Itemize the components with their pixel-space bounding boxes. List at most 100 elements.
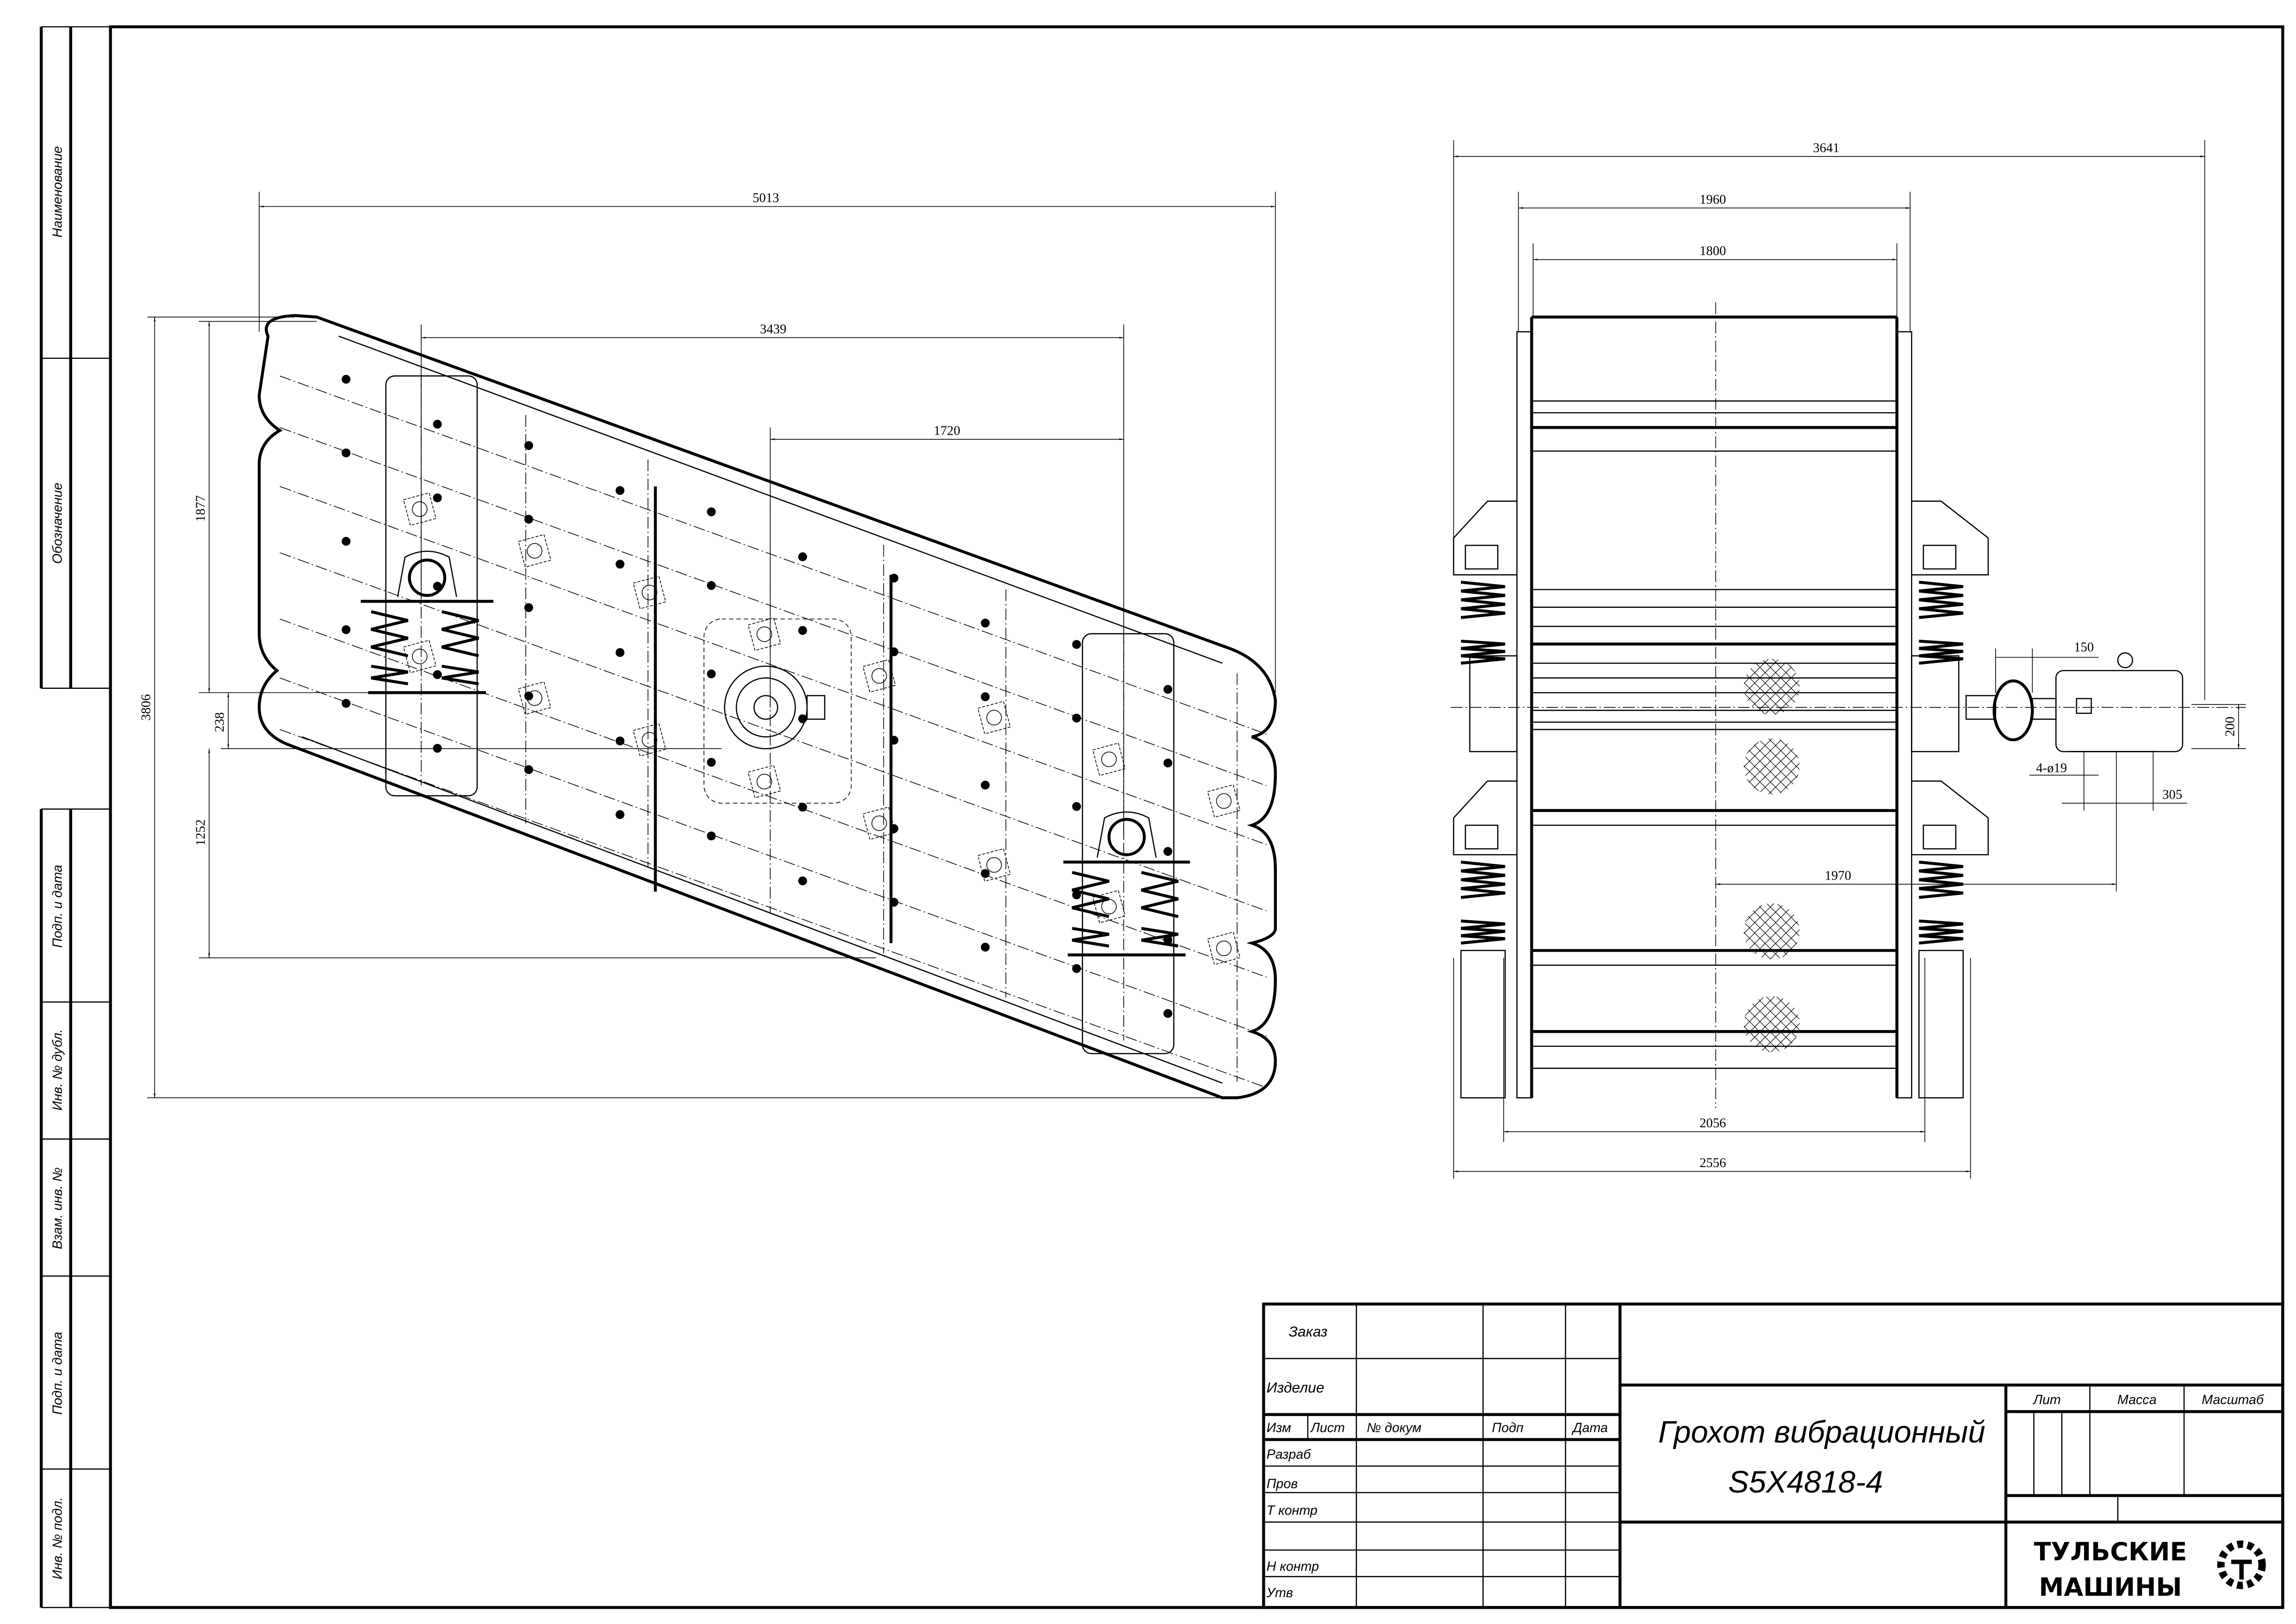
dim-305: 305 xyxy=(2162,787,2182,802)
mount-plate-icon xyxy=(747,765,781,799)
spring-icon xyxy=(1461,639,1506,665)
spring-icon xyxy=(1461,919,1506,945)
label-inv-podl: Инв. № подл. xyxy=(50,1497,65,1580)
end-view: 3641 1960 1800 150 200 4-ø19 305 1970 20… xyxy=(1450,140,2246,1179)
bolt-icon xyxy=(1163,847,1173,856)
mount-hole-icon xyxy=(412,649,428,664)
dim-4-d19: 4-ø19 xyxy=(2036,761,2067,775)
spring-bracket-icon xyxy=(1911,500,1989,575)
center-line xyxy=(280,427,1267,786)
bolt-icon xyxy=(342,537,351,546)
mount-plate-icon xyxy=(633,723,666,757)
mount-hole-icon xyxy=(527,543,542,559)
bolt-icon xyxy=(342,699,351,708)
bolt-icon xyxy=(798,552,807,562)
bolt-icon xyxy=(707,831,716,841)
spring-icon xyxy=(1919,581,1964,619)
spring-bracket-icon xyxy=(1453,780,1517,856)
label-podp-data-2: Подп. и дата xyxy=(50,1332,65,1415)
mount-plate-icon xyxy=(1207,931,1241,965)
label-vzam-inv: Взам. инв. № xyxy=(50,1167,65,1249)
bolt-block-icon xyxy=(1923,824,1957,849)
dim-5013: 5013 xyxy=(753,191,779,206)
label-inv-dubl: Инв. № дубл. xyxy=(50,1029,65,1111)
support-column xyxy=(1460,949,1506,1099)
mount-plate-icon xyxy=(633,575,666,609)
bolt-icon xyxy=(798,876,807,886)
bolt-icon xyxy=(342,448,351,457)
bolt-icon xyxy=(616,810,625,819)
side-housing xyxy=(1911,655,1960,752)
side-view-dimensions: 5013 3439 1720 3806 1877 238 1252 xyxy=(139,191,1276,1099)
dim-3641: 3641 xyxy=(1813,140,1839,155)
bolt-icon xyxy=(981,943,990,952)
bolt-icon xyxy=(342,625,351,634)
mount-hole-icon xyxy=(871,668,887,684)
spring-icon xyxy=(1461,581,1506,619)
mount-plate-icon xyxy=(518,534,552,568)
bolt-icon xyxy=(1072,964,1081,973)
bolt-icon xyxy=(798,626,807,635)
dim-1720: 1720 xyxy=(934,423,960,438)
bolt-icon xyxy=(707,507,716,517)
exciter-icon xyxy=(703,618,852,804)
bolt-icon xyxy=(1163,685,1173,694)
dim-1877: 1877 xyxy=(193,495,208,522)
side-strip-labels: Наименование Обозначение Подп. и дата Ин… xyxy=(50,146,65,1580)
bolt-icon xyxy=(1072,713,1081,723)
mount-plate-icon xyxy=(1092,743,1126,776)
bolt-icon xyxy=(524,765,533,775)
center-line xyxy=(280,677,1267,1037)
crossbars xyxy=(1531,400,1897,1069)
bolt-icon xyxy=(707,581,716,590)
drawing-title: Грохот вибрационный xyxy=(1658,1415,1985,1449)
spring-support-left-icon xyxy=(361,550,494,694)
spring-brackets xyxy=(1453,500,1989,1099)
label-izm: Изм xyxy=(1267,1421,1291,1436)
mount-plate-icon xyxy=(403,492,436,526)
bolt-icon xyxy=(616,736,625,746)
label-lit: Лит xyxy=(2033,1393,2061,1407)
spring-support-right-icon xyxy=(1063,811,1190,956)
drawing-model-number: S5X4818-4 xyxy=(1728,1465,1883,1499)
label-podp-data-1: Подп. и дата xyxy=(50,865,65,948)
bolt-icon xyxy=(981,781,990,790)
bolt-block-icon xyxy=(1464,544,1499,570)
bolt-icon xyxy=(342,375,351,384)
label-podp: Подп xyxy=(1492,1421,1524,1436)
bolt-pattern xyxy=(342,375,1241,1018)
bolt-icon xyxy=(1163,758,1173,768)
company-logo-line1: ТУЛЬСКИЕ xyxy=(2034,1537,2187,1567)
bolt-icon xyxy=(707,758,716,767)
dim-1252: 1252 xyxy=(193,819,208,846)
bolt-icon xyxy=(524,515,533,524)
label-izdelie: Изделие xyxy=(1267,1379,1325,1396)
bolt-icon xyxy=(616,486,625,495)
mount-plate-icon xyxy=(518,681,552,715)
mount-hole-icon xyxy=(1216,940,1232,956)
dim-150: 150 xyxy=(2074,640,2094,655)
bolt-icon xyxy=(433,493,442,502)
bolt-icon xyxy=(616,648,625,657)
side-housing xyxy=(1469,655,1518,752)
end-view-dimensions: 3641 1960 1800 150 200 4-ø19 305 1970 20… xyxy=(1453,140,2246,1179)
dim-1800: 1800 xyxy=(1699,244,1726,258)
dim-1970: 1970 xyxy=(1825,868,1851,883)
label-utv: Утв xyxy=(1266,1586,1293,1600)
center-line xyxy=(280,729,1267,1088)
label-n-dokum: № докум xyxy=(1367,1421,1422,1436)
bolt-icon xyxy=(616,560,625,569)
dim-238: 238 xyxy=(212,712,227,732)
support-column xyxy=(1918,949,1964,1099)
label-n-kontr: Н контр xyxy=(1267,1559,1319,1574)
mount-hole-icon xyxy=(1216,793,1232,809)
screen-mesh-icons xyxy=(1743,659,1800,1052)
bolt-block-icon xyxy=(1464,824,1499,849)
screen-body-outline xyxy=(257,314,1277,1099)
label-zakaz: Заказ xyxy=(1288,1323,1327,1340)
bolt-icon xyxy=(524,603,533,612)
label-data: Дата xyxy=(1572,1421,1608,1436)
spring-icon xyxy=(1919,861,1964,899)
mount-hole-icon xyxy=(1101,751,1117,767)
